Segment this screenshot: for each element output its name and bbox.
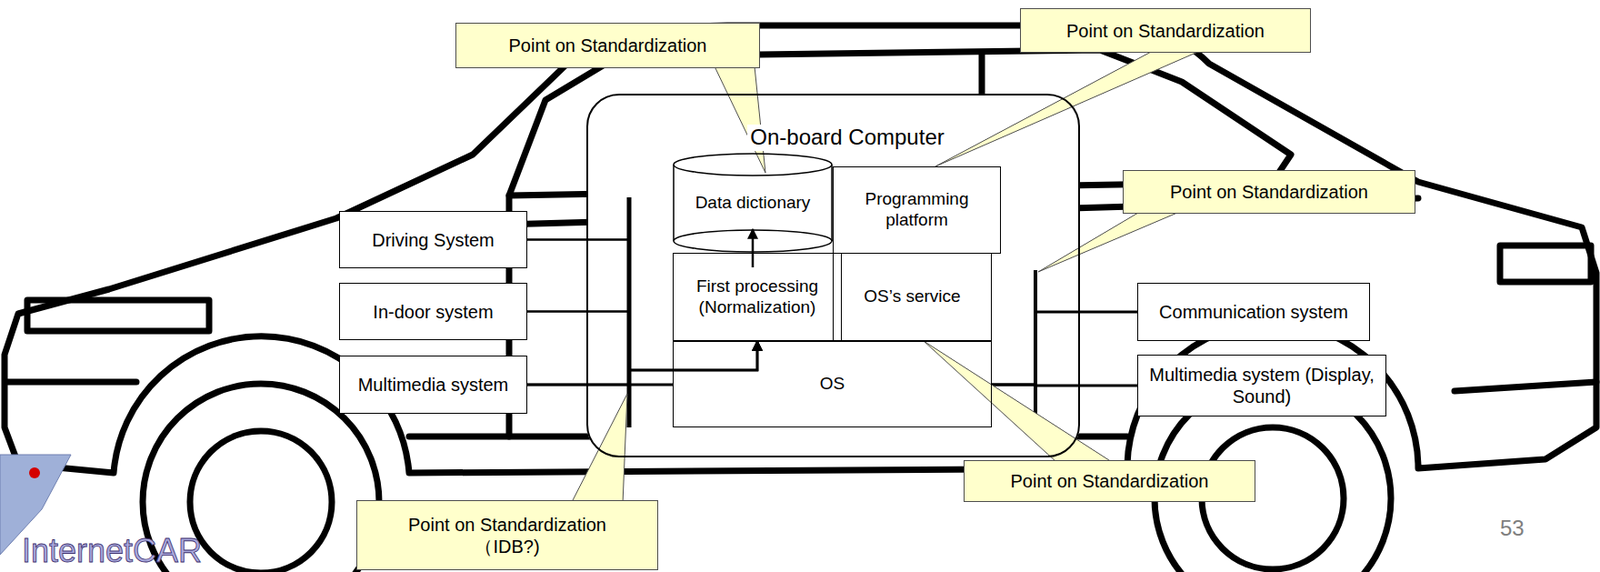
system-box: Communication system <box>1137 282 1370 341</box>
node-text: Data dictionary <box>695 192 811 214</box>
node-text: Communication system <box>1159 300 1349 323</box>
callout-box: Point on Standardization <box>963 460 1256 502</box>
callout-box: Point on Standardization <box>1122 170 1416 214</box>
system-box: Multimedia system <box>339 355 528 414</box>
cylinder-bottom <box>673 230 832 252</box>
node-text: Point on Standardization <box>509 34 708 57</box>
node-text: Point on Standardization （IDB?) <box>388 513 627 558</box>
page-number: 53 <box>1500 516 1525 540</box>
callout-box: Point on Standardization （IDB?) <box>356 500 659 570</box>
node-text: Driving System <box>371 229 494 251</box>
data-dictionary: Data dictionary <box>672 152 833 253</box>
connector-line <box>991 384 1138 386</box>
car-hub <box>190 430 332 572</box>
cylinder-top <box>673 153 832 176</box>
os-box: OS <box>672 340 992 428</box>
node-text: Multimedia system (Display, Sound) <box>1138 363 1386 408</box>
connector-line <box>527 340 758 385</box>
callout-pointer <box>935 50 1200 167</box>
car-body <box>4 25 1597 473</box>
process-box: First processing (Normalization) <box>672 252 842 341</box>
callout-pointer <box>1038 210 1184 272</box>
system-box: Driving System <box>339 210 528 269</box>
car-headlight <box>27 300 210 331</box>
heading-text: On-board Computer <box>747 124 947 151</box>
platform-box: Programming platform <box>832 166 1001 254</box>
system-box: In-door system <box>339 282 528 340</box>
node-text: Programming platform <box>833 189 1000 231</box>
connector-line <box>751 229 755 268</box>
car-taillight <box>1500 245 1591 282</box>
connector-line <box>991 311 1138 385</box>
service-box: OS’s service <box>832 252 992 341</box>
system-box: Multimedia system (Display, Sound) <box>1137 354 1387 417</box>
connector-line <box>527 383 673 387</box>
callout-box: Point on Standardization <box>1020 8 1311 53</box>
callout-box: Point on Standardization <box>455 22 760 69</box>
node-text: First processing (Normalization) <box>673 276 841 319</box>
node-text: Point on Standardization <box>1066 20 1265 42</box>
logo-dot <box>29 467 40 479</box>
node-text: OS <box>820 373 845 395</box>
node-text: Multimedia system <box>358 373 510 396</box>
callout-pointer <box>714 66 766 173</box>
node-text: OS’s service <box>863 286 960 308</box>
callout-pointer <box>570 393 628 504</box>
computer-housing: On-board ComputerData dictionary Programm… <box>586 93 1080 458</box>
logo-text: InternetCAR <box>21 532 202 570</box>
node-text: Point on Standardization <box>1010 470 1210 492</box>
cylinder-side <box>673 164 832 241</box>
node-text: In-door system <box>372 300 493 323</box>
callout-pointer <box>923 340 1112 462</box>
node-text: Point on Standardization <box>1170 180 1369 203</box>
